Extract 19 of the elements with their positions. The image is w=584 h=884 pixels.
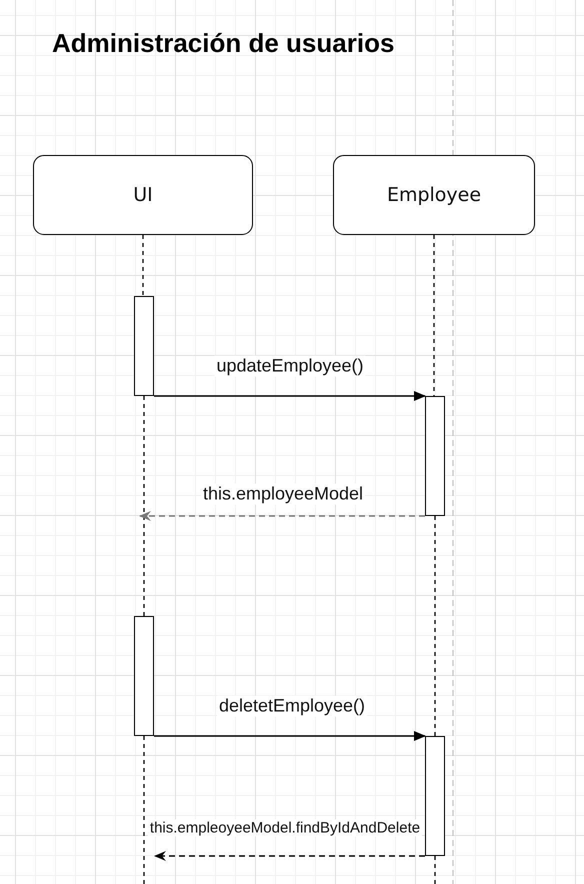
return-arrow xyxy=(154,851,425,861)
diagram-title: Administración de usuarios xyxy=(52,28,394,59)
activation-bar xyxy=(425,736,445,856)
message-arrow xyxy=(154,731,426,741)
edge-label: this.employeeModel xyxy=(200,484,366,504)
lifeline xyxy=(143,396,145,616)
activation-bar xyxy=(134,296,154,396)
edge-label: deletetEmployee() xyxy=(216,696,368,716)
lifeline xyxy=(433,235,435,396)
activation-bar xyxy=(425,396,445,516)
edge-label: this.empleoyeeModel.findByIdAndDelete xyxy=(148,819,422,837)
message-arrow xyxy=(154,391,426,401)
lifeline-box: UI xyxy=(33,155,253,235)
lifeline xyxy=(434,516,436,736)
lifeline xyxy=(142,235,144,296)
return-arrow xyxy=(139,511,425,521)
lifeline-box: Employee xyxy=(333,155,535,235)
edge-label: updateEmployee() xyxy=(214,356,366,376)
activation-bar xyxy=(134,616,154,736)
